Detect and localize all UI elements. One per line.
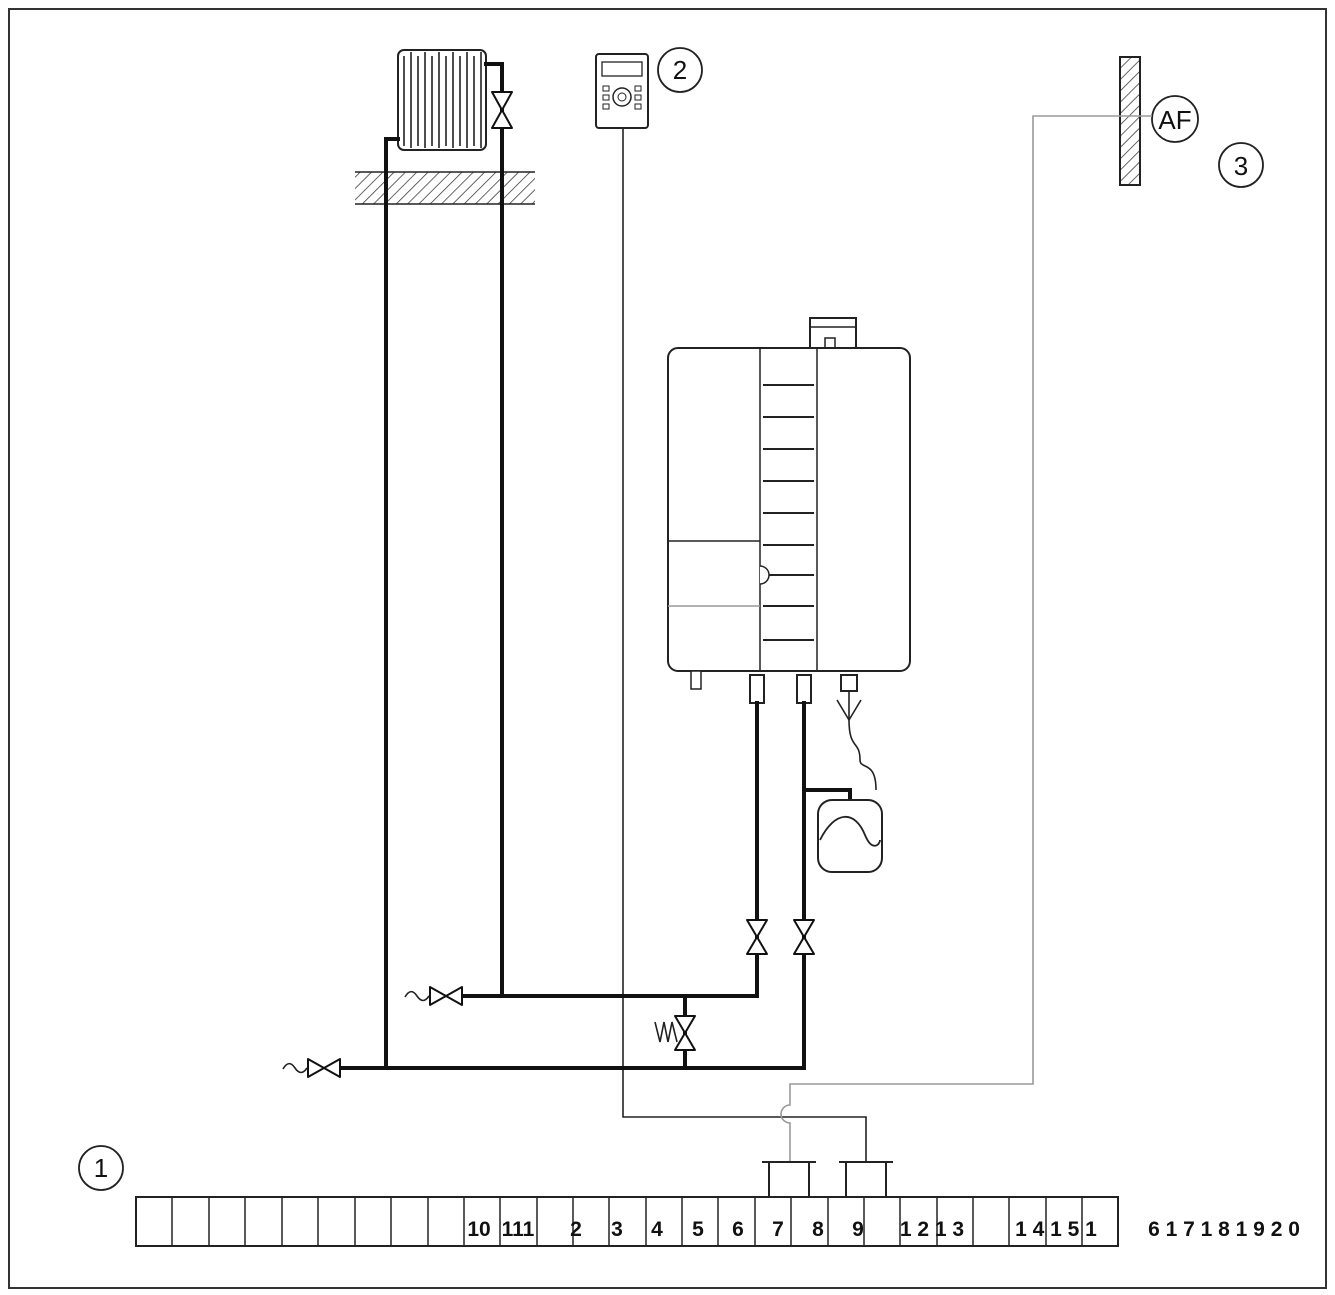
callout-2: 2 [657,47,703,93]
terminal-strip: 10 111 2 3 4 5 6 7 8 9 1 2 1 3 1 4 1 5 1… [135,1196,1300,1247]
radiator-valve-icon [491,91,513,129]
callout-3-text: 3 [1234,151,1248,181]
terminal-label-3: 2 [570,1218,582,1241]
bypass-pressure-valve-icon [654,994,696,1070]
terminal-label-12: 1 4 1 5 1 [1015,1218,1097,1241]
callout-1: 1 [78,1145,124,1191]
terminal-label-4: 3 [611,1218,623,1241]
diagram-frame [8,8,1327,1289]
terminal-label-6: 5 [692,1218,704,1241]
outdoor-sensor-text: AF [1158,105,1191,135]
boiler-return-pipe [328,701,806,1070]
terminal-label-1: 10 [467,1218,490,1241]
return-isolation-valve-icon [793,919,815,955]
terminal-label-11: 1 2 1 3 [900,1218,964,1241]
radiator-return-pipe [384,137,400,1070]
terminal-label-2: 111 [502,1218,535,1241]
outdoor-sensor-wire [780,115,1152,1162]
terminal-label-10: 9 [852,1218,864,1241]
boiler-flow-pipe [448,701,759,998]
radiator-flow-pipe [484,62,504,998]
terminal-label-8: 7 [772,1218,784,1241]
condensate-drain-icon [836,691,877,791]
expansion-vessel-branch [802,788,852,802]
callout-1-text: 1 [94,1153,108,1183]
callout-2-text: 2 [673,55,687,85]
expansion-vessel-icon [817,799,883,873]
boiler-unit [667,317,911,704]
exterior-wall [1119,56,1141,186]
drain-valve-lower-icon [282,1058,341,1078]
callout-3: 3 [1218,142,1264,188]
controller-bus-wire [622,128,867,1162]
sensor-plug-connector [762,1161,816,1199]
terminal-label-13: 6 1 7 1 8 1 9 2 0 [1148,1218,1300,1241]
terminal-label-7: 6 [732,1218,744,1241]
flow-isolation-valve-icon [746,919,768,955]
drain-valve-upper-icon [404,986,463,1006]
terminal-label-5: 4 [651,1218,663,1241]
outdoor-sensor-icon: AF [1151,95,1199,143]
radiator [397,49,487,151]
floor-slab [355,170,535,206]
terminal-label-9: 8 [812,1218,824,1241]
room-controller [595,53,649,129]
bus-plug-connector [839,1161,893,1199]
